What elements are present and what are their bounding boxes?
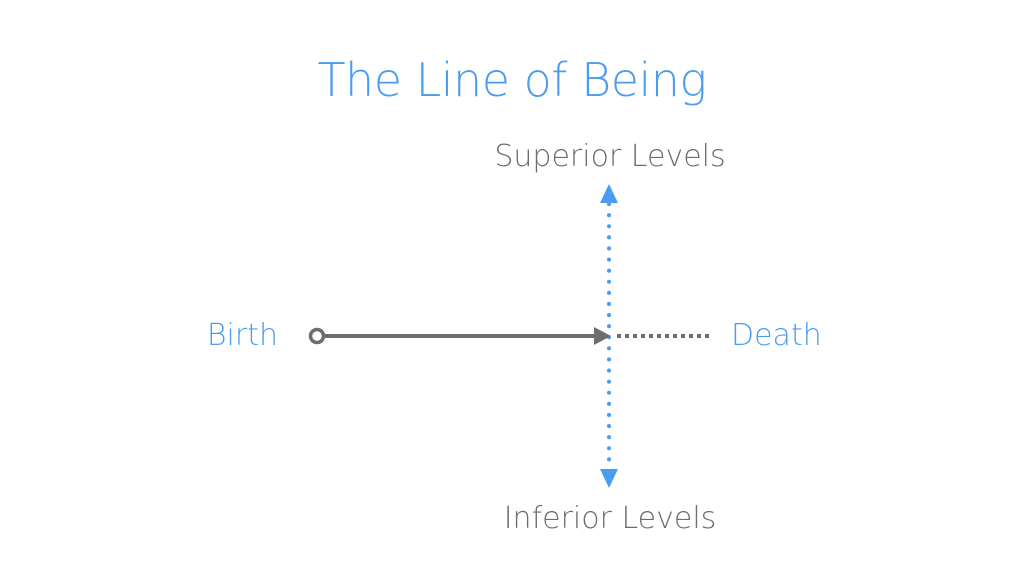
up-arrow-icon [600,184,618,203]
down-arrow-icon [600,469,618,488]
birth-label: Birth [206,318,278,353]
diagram-title: The Line of Being [317,53,707,107]
birth-start-circle-icon [308,327,326,345]
inferior-levels-label: Inferior Levels [503,501,717,536]
present-arrow-icon [594,327,611,345]
death-label: Death [731,318,822,353]
superior-levels-label: Superior Levels [494,139,726,174]
